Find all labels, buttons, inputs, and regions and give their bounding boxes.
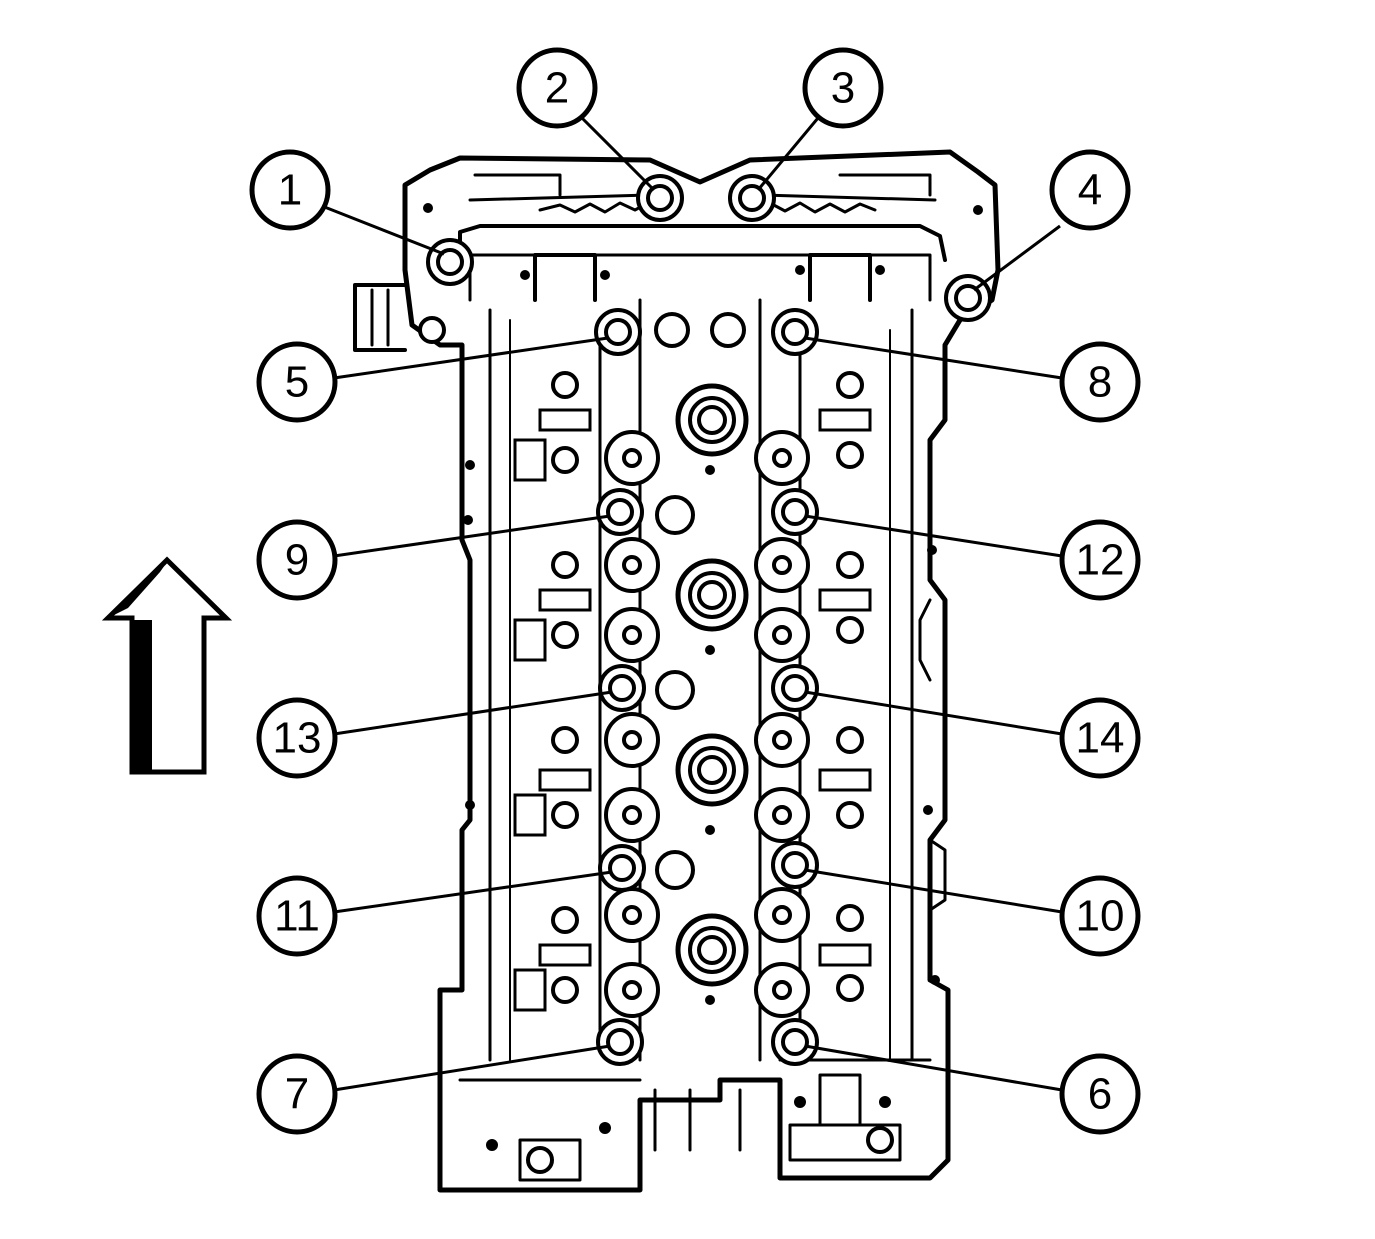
bolt-1 bbox=[426, 238, 474, 286]
bolt-14 bbox=[771, 664, 819, 712]
bolt-13 bbox=[598, 664, 646, 712]
callout-label: 7 bbox=[285, 1070, 309, 1119]
callout-3: 3 bbox=[802, 47, 884, 129]
callout-label: 5 bbox=[285, 358, 309, 407]
callout-8: 8 bbox=[1059, 341, 1141, 423]
callout-label: 4 bbox=[1078, 166, 1102, 215]
callout-7: 7 bbox=[256, 1053, 338, 1135]
callout-12: 12 bbox=[1059, 519, 1141, 601]
bolt-11 bbox=[598, 844, 646, 892]
callout-5: 5 bbox=[256, 341, 338, 423]
callout-label: 1 bbox=[278, 166, 302, 215]
side-brackets bbox=[513, 408, 872, 1012]
callout-label: 3 bbox=[831, 64, 855, 113]
bolt-5 bbox=[594, 308, 642, 356]
bolt-12 bbox=[771, 488, 819, 536]
callout-13: 13 bbox=[256, 697, 338, 779]
callout-14: 14 bbox=[1059, 697, 1141, 779]
callout-label: 2 bbox=[545, 64, 569, 113]
callout-label: 6 bbox=[1088, 1070, 1112, 1119]
minor-fasteners bbox=[423, 203, 983, 1151]
bolt-9 bbox=[596, 488, 644, 536]
callout-label: 13 bbox=[273, 714, 322, 763]
callout-9: 9 bbox=[256, 519, 338, 601]
callout-2: 2 bbox=[516, 47, 598, 129]
bolt-3 bbox=[728, 174, 776, 222]
callouts: 1 2 3 4 5 8 9 12 bbox=[249, 47, 1141, 1135]
bolt-6 bbox=[771, 1018, 819, 1066]
callout-label: 9 bbox=[285, 536, 309, 585]
bolt-7 bbox=[596, 1018, 644, 1066]
callout-label: 8 bbox=[1088, 358, 1112, 407]
bolt-10 bbox=[771, 841, 819, 889]
bolt-8 bbox=[771, 308, 819, 356]
callout-label: 11 bbox=[274, 892, 320, 941]
callout-label: 10 bbox=[1076, 892, 1125, 941]
up-arrow-icon bbox=[101, 556, 233, 775]
callout-label: 14 bbox=[1076, 714, 1125, 763]
callout-4: 4 bbox=[1049, 149, 1131, 231]
callout-1: 1 bbox=[249, 149, 331, 231]
callout-label: 12 bbox=[1076, 536, 1125, 585]
callout-6: 6 bbox=[1059, 1053, 1141, 1135]
leader-lines bbox=[321, 116, 1063, 1092]
callout-10: 10 bbox=[1059, 875, 1141, 957]
callout-11: 11 bbox=[256, 875, 338, 957]
side-components bbox=[418, 312, 894, 1174]
